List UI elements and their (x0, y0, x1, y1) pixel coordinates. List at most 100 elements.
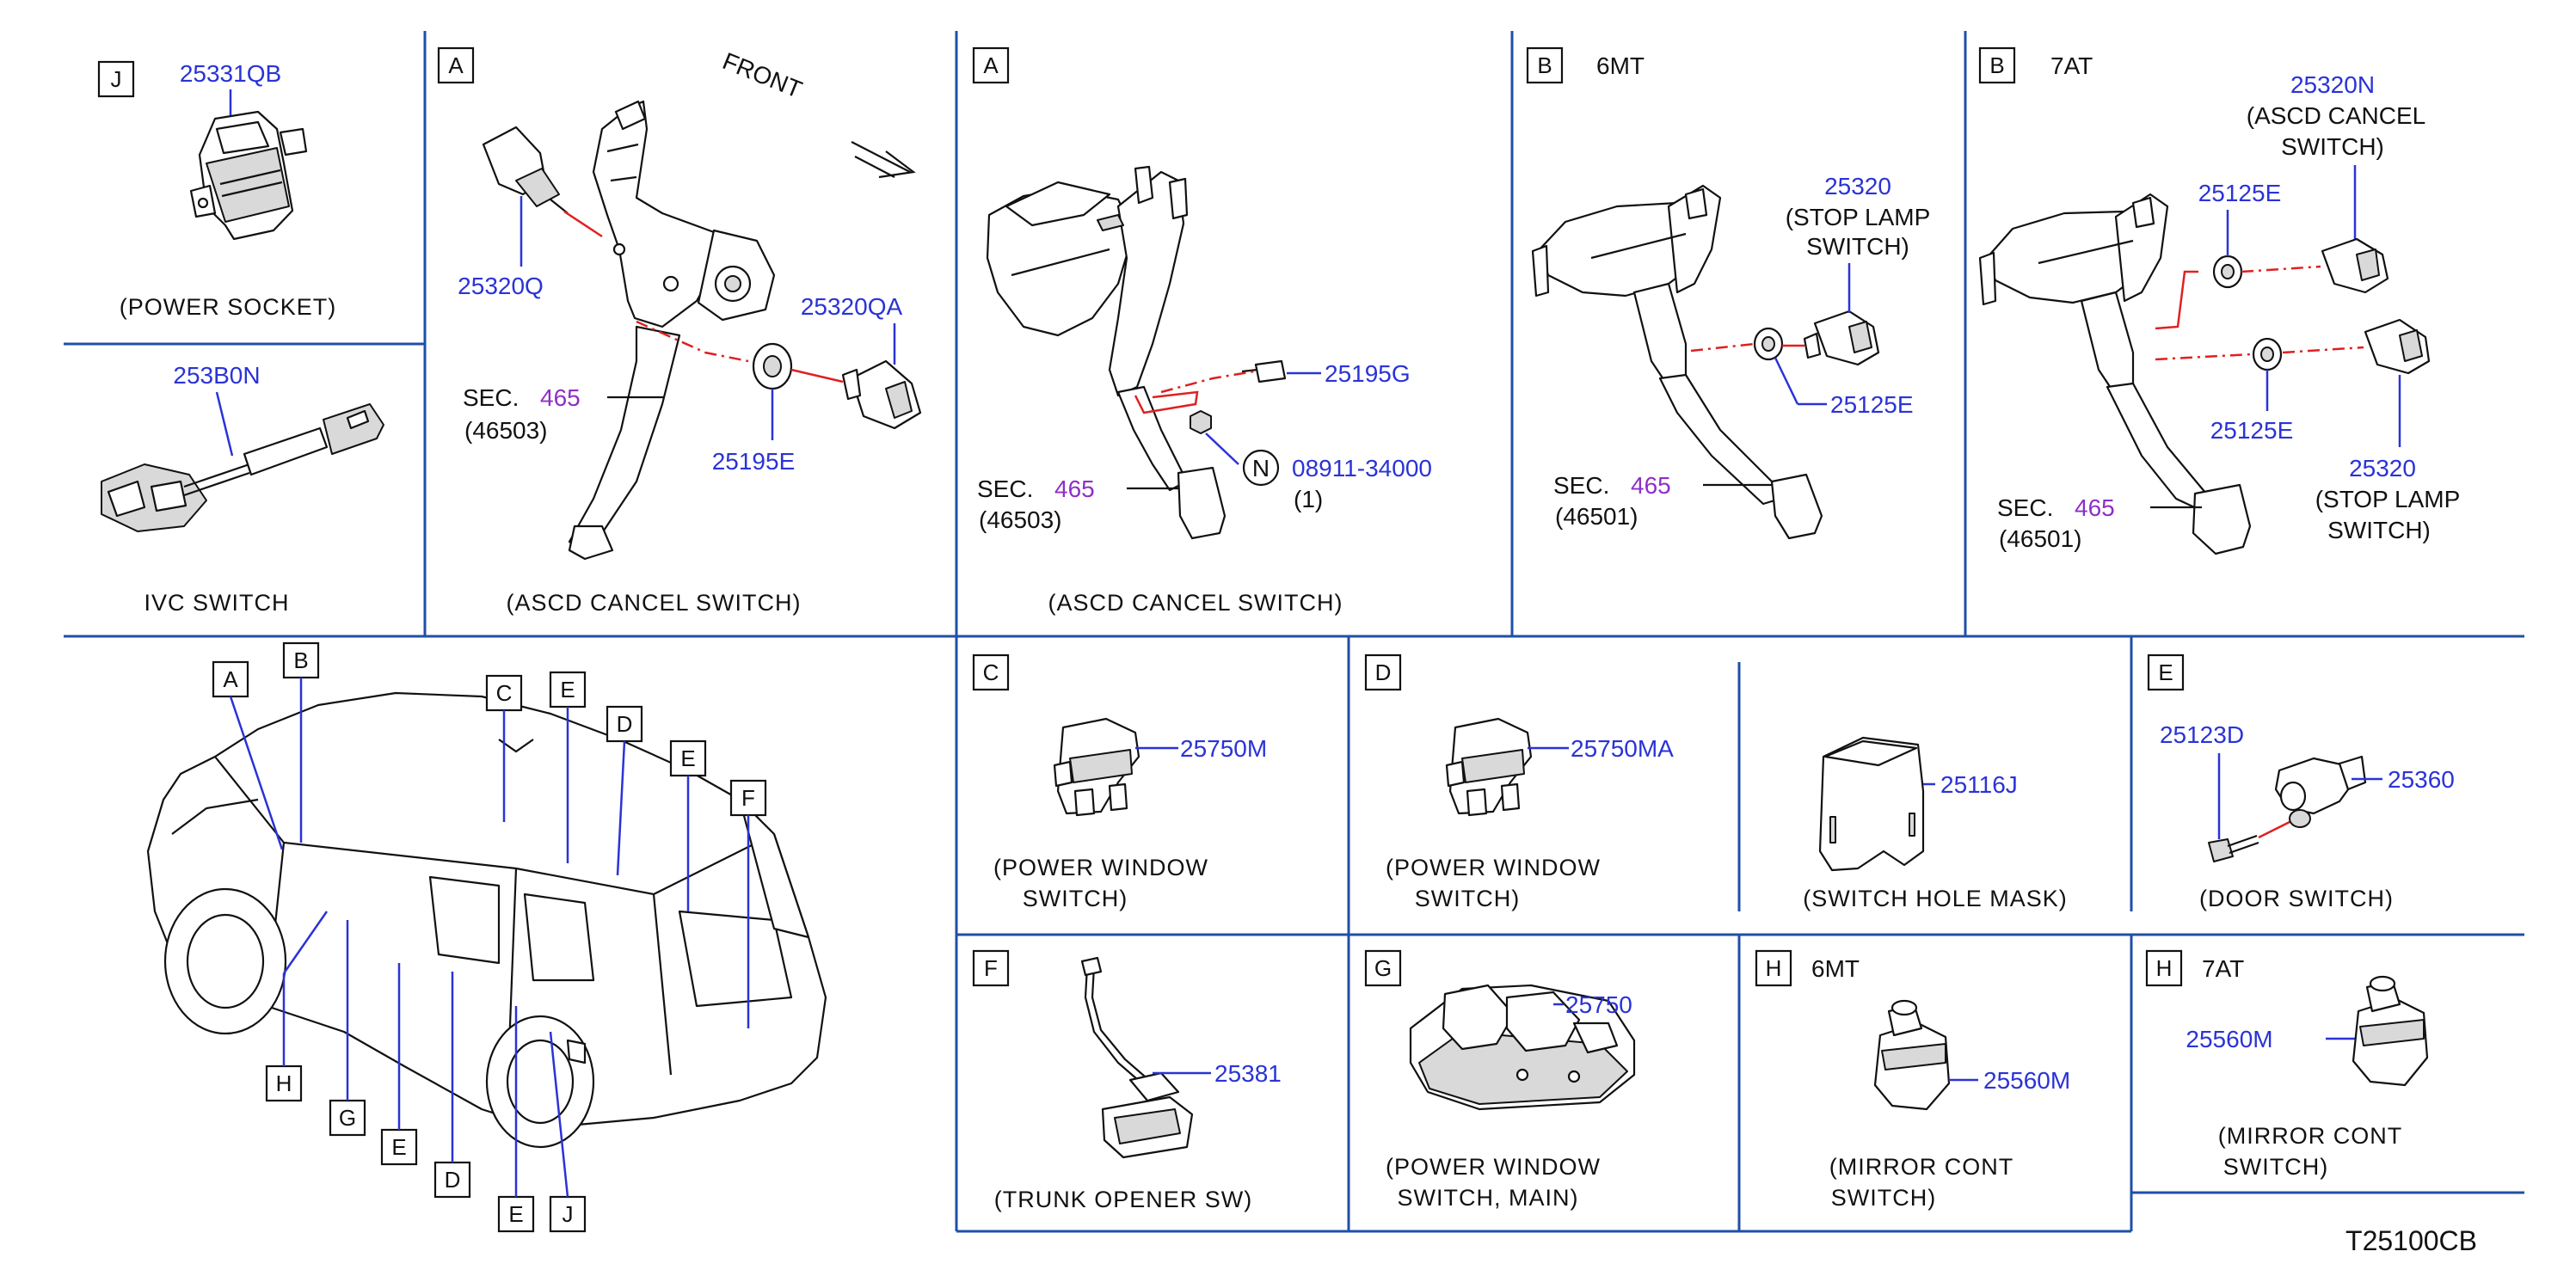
quantity: (1) (1294, 486, 1323, 512)
switch-25320q-part (482, 126, 569, 214)
caption: IVC SWITCH (144, 590, 290, 616)
key-letter: H (2156, 955, 2173, 981)
pedal-assembly-part (1978, 193, 2252, 555)
bolt-25195g-part (1241, 359, 1287, 383)
part-number-25125e: 25125E (1830, 391, 1914, 418)
callout-h: H (276, 1070, 292, 1096)
stop-lamp-switch-part (1803, 310, 1880, 366)
part-number-08911: 08911-34000 (1292, 455, 1432, 482)
power-socket-part (189, 110, 308, 241)
sec-sub: (46501) (1555, 503, 1638, 530)
pedal-assembly-part (986, 165, 1227, 540)
callout-d-2: D (445, 1167, 461, 1193)
panel-b-7at: B 7AT 25320N (ASCD CANCEL SWITCH) (1978, 46, 2461, 555)
part-desc-2: SWITCH) (2281, 133, 2384, 160)
panel-h-6mt: H 6MT 25560M (MIRROR CONT SWITCH) (1755, 949, 2070, 1211)
key-letter: E (2158, 659, 2173, 685)
panel-f: F 25381 (TRUNK OPENER SW) (972, 949, 1282, 1212)
key-box (97, 60, 135, 98)
sec-number: 465 (2075, 494, 2115, 521)
sec-label: SEC. (463, 384, 519, 411)
caption-1: (POWER WINDOW (1386, 855, 1601, 880)
key-letter: B (1989, 52, 2004, 78)
part-number-25320qa: 25320QA (801, 293, 903, 320)
key-letter: A (448, 52, 464, 78)
key-letter: F (984, 955, 998, 981)
part-desc-3: (STOP LAMP (2315, 486, 2461, 512)
part-number: 253B0N (173, 362, 260, 389)
caption-1: (POWER WINDOW (1386, 1154, 1601, 1180)
part-number: 25381 (1214, 1060, 1282, 1087)
ivc-switch-part (101, 403, 384, 532)
caption-2: SWITCH) (1415, 886, 1520, 911)
panel-j-power-socket: J 25331QB (POWER SOCKET) (97, 60, 335, 320)
caption-2: SWITCH, MAIN) (1398, 1185, 1579, 1211)
grommet-25125e-lower-part (2252, 337, 2283, 371)
part-number: 25750M (1180, 735, 1267, 762)
part-number-25125e-upper: 25125E (2198, 180, 2282, 206)
variant-label: 6MT (1811, 955, 1860, 982)
mirror-control-switch-part (1873, 999, 1951, 1111)
sec-number: 465 (540, 384, 581, 411)
key-box (2145, 949, 2183, 987)
part-number-25320: 25320 (2349, 455, 2416, 482)
panel-b-6mt: B 6MT 25320 (STOP LAMP SWITCH) 25 (1526, 46, 1930, 540)
n-mark (1242, 449, 1280, 487)
panel-d: D 25750MA (POWER WINDOW SWITCH) (1364, 653, 1674, 911)
caption-1: (MIRROR CONT (1829, 1154, 2013, 1180)
key-box (972, 949, 1010, 987)
panel-c: C 25750M (POWER WINDOW SWITCH) (972, 653, 1267, 911)
pedal-bracket-part (568, 100, 776, 561)
panel-h-7at: H 7AT 25560M (MIRROR CONT SWITCH) (2145, 949, 2429, 1180)
caption-2: SWITCH) (2223, 1154, 2328, 1180)
key-box (1978, 46, 2016, 84)
part-desc-2: SWITCH) (1806, 233, 1909, 260)
key-box (1364, 949, 1402, 987)
callout-e-2: E (680, 745, 695, 771)
callout-d-1: D (617, 711, 633, 737)
bolt-part (2208, 834, 2259, 862)
caption-1: (MIRROR CONT (2218, 1123, 2402, 1149)
grommet-25195e-part (752, 342, 793, 390)
caption: (SWITCH HOLE MASK) (1803, 886, 2068, 911)
part-number-25195g: 25195G (1325, 360, 1411, 387)
key-box (972, 46, 1010, 84)
part-number: 25750MA (1571, 735, 1674, 762)
panel-switch-hole-mask: 25116J (SWITCH HOLE MASK) (1803, 736, 2068, 911)
caption: (ASCD CANCEL SWITCH) (1048, 590, 1343, 616)
vehicle-overview: A B C E D E F H G (146, 641, 827, 1233)
part-number-25125e-lower: 25125E (2210, 417, 2294, 444)
part-number-25320q: 25320Q (458, 273, 544, 299)
vehicle-outline (146, 691, 827, 1149)
part-number-25123d: 25123D (2160, 721, 2244, 748)
stop-lamp-switch-part (2364, 318, 2431, 375)
grommet-25125e-part (1753, 327, 1784, 361)
nut-part (1190, 410, 1212, 434)
key-letter: B (1537, 52, 1552, 78)
panel-e: E 25123D 25360 (DOOR SWITCH) (2147, 653, 2455, 911)
key-box (972, 653, 1010, 691)
switch-25320qa-part (841, 359, 922, 430)
caption-1: (POWER WINDOW (993, 855, 1208, 880)
key-letter: D (1375, 659, 1392, 685)
key-letter: G (1374, 955, 1392, 981)
power-window-switch-part (1445, 717, 1533, 817)
sec-sub: (46501) (1999, 525, 2082, 552)
sec-label: SEC. (1553, 472, 1609, 499)
part-number-25320n: 25320N (2290, 71, 2375, 98)
key-box (2147, 653, 2185, 691)
main-power-window-switch-part (1409, 984, 1636, 1111)
n-mark-letter: N (1252, 455, 1270, 482)
part-number: 25560M (1983, 1067, 2070, 1094)
front-arrow-icon (851, 141, 916, 179)
ascd-switch-part (2321, 237, 2389, 294)
sec-number: 465 (1054, 475, 1095, 502)
callout-b: B (293, 647, 308, 673)
sec-sub: (46503) (464, 417, 548, 444)
panel-g: G 25750 (POWER WINDOW SWITCH, MAIN) (1364, 949, 1636, 1211)
diagram-code: T25100CB (2345, 1225, 2477, 1256)
part-desc-1: (ASCD CANCEL (2247, 102, 2425, 129)
part-number: 25116J (1940, 771, 2018, 798)
grommet-25125e-upper-part (2212, 255, 2243, 289)
